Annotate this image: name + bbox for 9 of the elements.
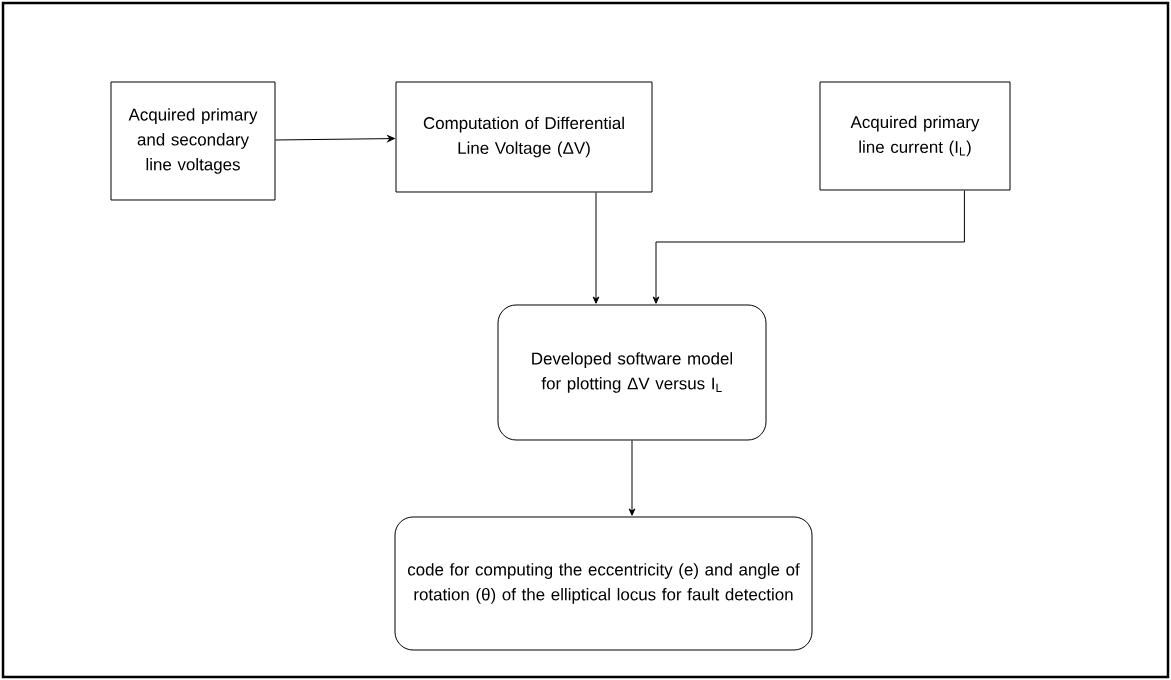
process-box: Computation of Differential Line Voltage (ΔV) — [395, 81, 653, 193]
rounded-box: code for computing the eccentricity (e) and angle of rotation (θ) of the elliptical locus for fault detection — [394, 516, 813, 651]
arrow — [592, 192, 600, 304]
arrow — [628, 440, 636, 516]
process-box: Acquired primary and secondary line voltages — [110, 81, 276, 201]
process-box: Acquired primary line current (I$_{L}$) — [819, 81, 1011, 191]
arrow — [652, 190, 965, 304]
arrow — [275, 135, 395, 142]
rounded-box: Developed software model for plotting ΔV versus I$_{L}$ — [497, 304, 767, 441]
